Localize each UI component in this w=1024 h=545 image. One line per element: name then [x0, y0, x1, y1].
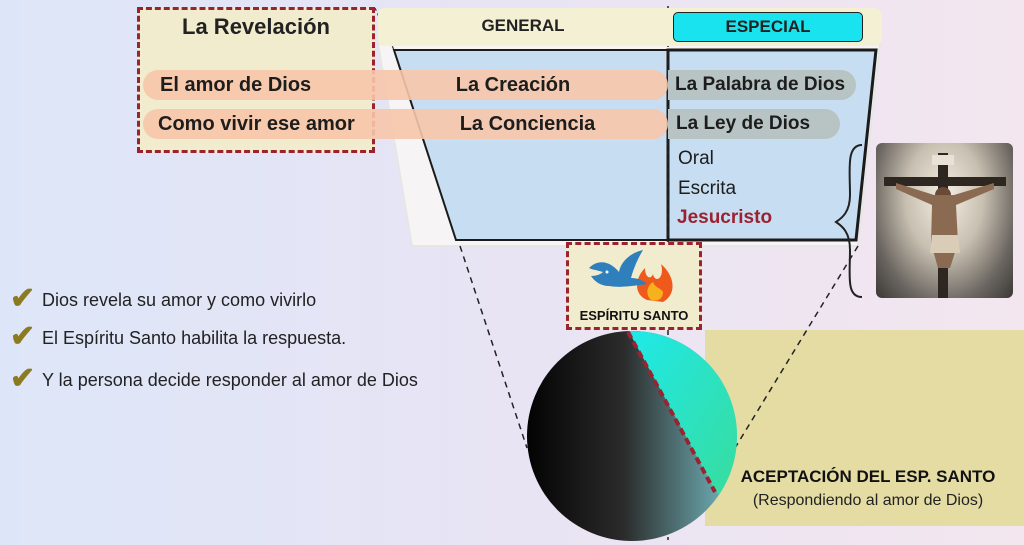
crucifix-image — [876, 143, 1013, 298]
row-general-2: La Conciencia — [459, 113, 596, 135]
especial-header — [673, 12, 863, 42]
row-label-1: El amor de Dios — [160, 74, 312, 96]
row-highlight-2 — [143, 109, 668, 139]
dove-flame-icon — [589, 250, 673, 302]
acceptance-subtitle: (Respondiendo al amor de Dios) — [752, 492, 984, 509]
check-icon: ✔ — [10, 362, 36, 395]
connector-left — [459, 245, 528, 449]
especial-header-label: ESPECIAL — [725, 17, 811, 36]
especial-pill-1 — [668, 70, 856, 100]
row-especial-2: La Ley de Dios — [676, 113, 811, 134]
point-1: Dios revela su amor y como vivirlo — [42, 290, 317, 310]
check-icon: ✔ — [10, 320, 36, 353]
connector-right — [734, 245, 859, 449]
especial-item-oral: Oral — [678, 148, 714, 169]
row-highlight-1 — [143, 70, 668, 100]
especial-item-escrita: Escrita — [678, 178, 737, 199]
general-header — [378, 8, 668, 46]
general-header-label: GENERAL — [481, 16, 565, 35]
acceptance-title: ACEPTACIÓN DEL ESP. SANTO — [740, 467, 996, 486]
acceptance-panel — [705, 330, 1024, 526]
page-title: La Revelación — [182, 14, 330, 39]
espiritu-santo-label: ESPÍRITU SANTO — [579, 308, 689, 323]
crucifix-icon — [884, 153, 1006, 298]
check-icon: ✔ — [10, 282, 36, 315]
acceptance-line — [626, 331, 717, 493]
point-3: Y la persona decide responder al amor de… — [42, 370, 418, 390]
especial-item-jesucristo: Jesucristo — [677, 207, 773, 228]
brace — [834, 144, 863, 298]
row-especial-1: La Palabra de Dios — [675, 74, 846, 95]
row-general-1: La Creación — [455, 74, 571, 96]
row-label-2: Como vivir ese amor — [158, 113, 355, 135]
point-2: El Espíritu Santo habilita la respuesta. — [42, 328, 347, 348]
especial-pill-2 — [668, 109, 840, 139]
